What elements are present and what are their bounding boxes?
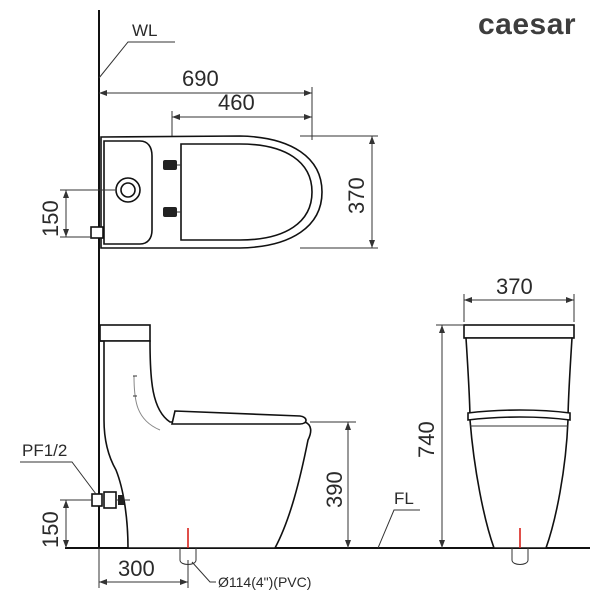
hinge-icon [163,207,177,217]
top-width-label: 370 [344,177,369,214]
side-body [100,340,312,549]
wall-line: WL [98,10,175,548]
top-view: 690 460 370 150 [38,66,378,249]
front-height-label: 740 [414,421,439,458]
top-total-depth-label: 690 [182,66,219,91]
top-seat-lid [180,143,313,241]
brand-logo: caesar [478,8,576,41]
side-seat-height-label: 390 [322,471,347,508]
side-tank-cap [99,324,151,342]
side-view: PF1/2 150 390 300 Ø114(4")(PVC) [20,324,356,590]
side-seat [170,410,307,425]
side-inlet-height-label: 150 [38,511,63,548]
wall-line-label: WL [132,21,158,40]
floor-line-label: FL [394,489,414,508]
front-view: 370 740 [414,274,575,565]
front-seat [467,409,571,421]
top-seat-depth-label: 460 [218,90,255,115]
drain-pipe-label: Ø114(4")(PVC) [218,574,311,590]
front-drain-icon [511,528,529,565]
front-width-label: 370 [496,274,533,299]
top-inlet-fitting [90,226,104,239]
front-tank-cap [463,324,575,339]
water-inlet-label: PF1/2 [22,441,67,460]
side-rough-in-label: 300 [118,556,155,581]
hinge-icon [163,160,177,170]
front-body [465,337,573,549]
top-inlet-offset-label: 150 [38,200,63,237]
